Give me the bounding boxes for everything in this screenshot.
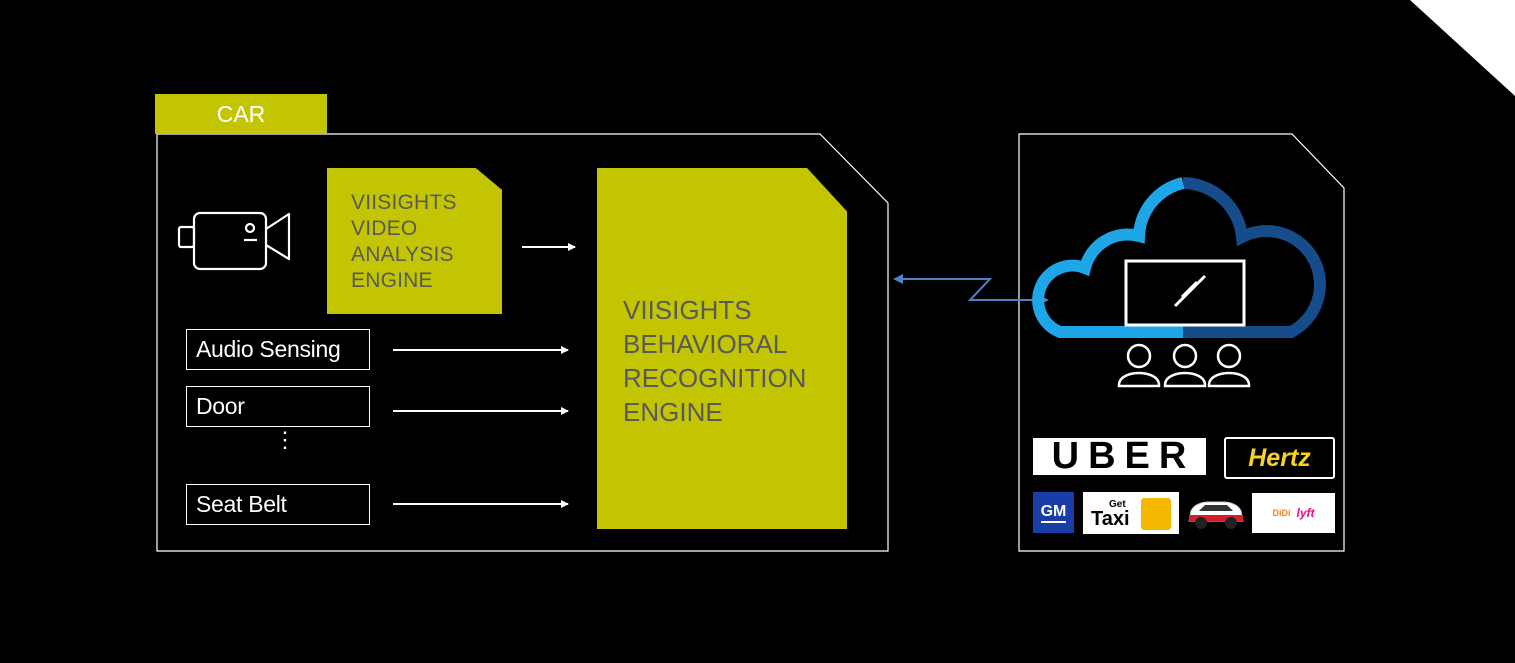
- sensor-audio-sensing: Audio Sensing: [186, 329, 370, 370]
- video-engine-line: ENGINE: [351, 269, 433, 292]
- wireless-link-arrow: [893, 274, 1049, 305]
- car-tab: CAR: [155, 94, 327, 134]
- lyft-logo-text: lyft: [1296, 506, 1315, 520]
- video-analysis-engine-block: VIISIGHTS VIDEO ANALYSIS ENGINE: [327, 168, 502, 314]
- gettaxi-logo-get: Get: [1109, 499, 1126, 510]
- gettaxi-logo-taxi: Taxi: [1091, 508, 1130, 530]
- didi-lyft-logo: DiDi lyft: [1252, 493, 1335, 533]
- gm-logo-text: GM: [1040, 503, 1067, 523]
- monitor-icon: [1124, 259, 1246, 327]
- taxi-sign-icon: [1141, 498, 1171, 530]
- more-sensors-ellipsis: ⋮: [274, 427, 296, 452]
- people-icon: [1117, 343, 1251, 388]
- behavior-engine-line: BEHAVIORAL: [623, 329, 788, 359]
- car-container: [156, 133, 889, 552]
- behavior-engine-line: VIISIGHTS: [623, 295, 752, 325]
- video-camera-icon: [177, 211, 291, 271]
- sensor-seat-belt: Seat Belt: [186, 484, 370, 525]
- behavioral-recognition-engine-block: VIISIGHTS BEHAVIORAL RECOGNITION ENGINE: [597, 168, 847, 529]
- gm-logo: GM: [1033, 492, 1074, 533]
- didi-logo-text: DiDi: [1272, 508, 1291, 518]
- video-engine-line: ANALYSIS: [351, 243, 454, 266]
- car-sharing-car-icon: [1188, 501, 1244, 529]
- behavior-engine-line: ENGINE: [623, 397, 723, 427]
- video-engine-line: VIDEO: [351, 217, 418, 240]
- behavior-engine-line: RECOGNITION: [623, 363, 807, 393]
- cloud-icon: [1032, 177, 1326, 338]
- hertz-logo: Hertz: [1224, 437, 1335, 479]
- partner-container: [1018, 133, 1345, 552]
- gettaxi-logo: Get Taxi: [1083, 492, 1179, 534]
- sensor-door: Door: [186, 386, 370, 427]
- uber-logo: UBER: [1033, 435, 1206, 477]
- video-engine-line: VIISIGHTS: [351, 191, 457, 214]
